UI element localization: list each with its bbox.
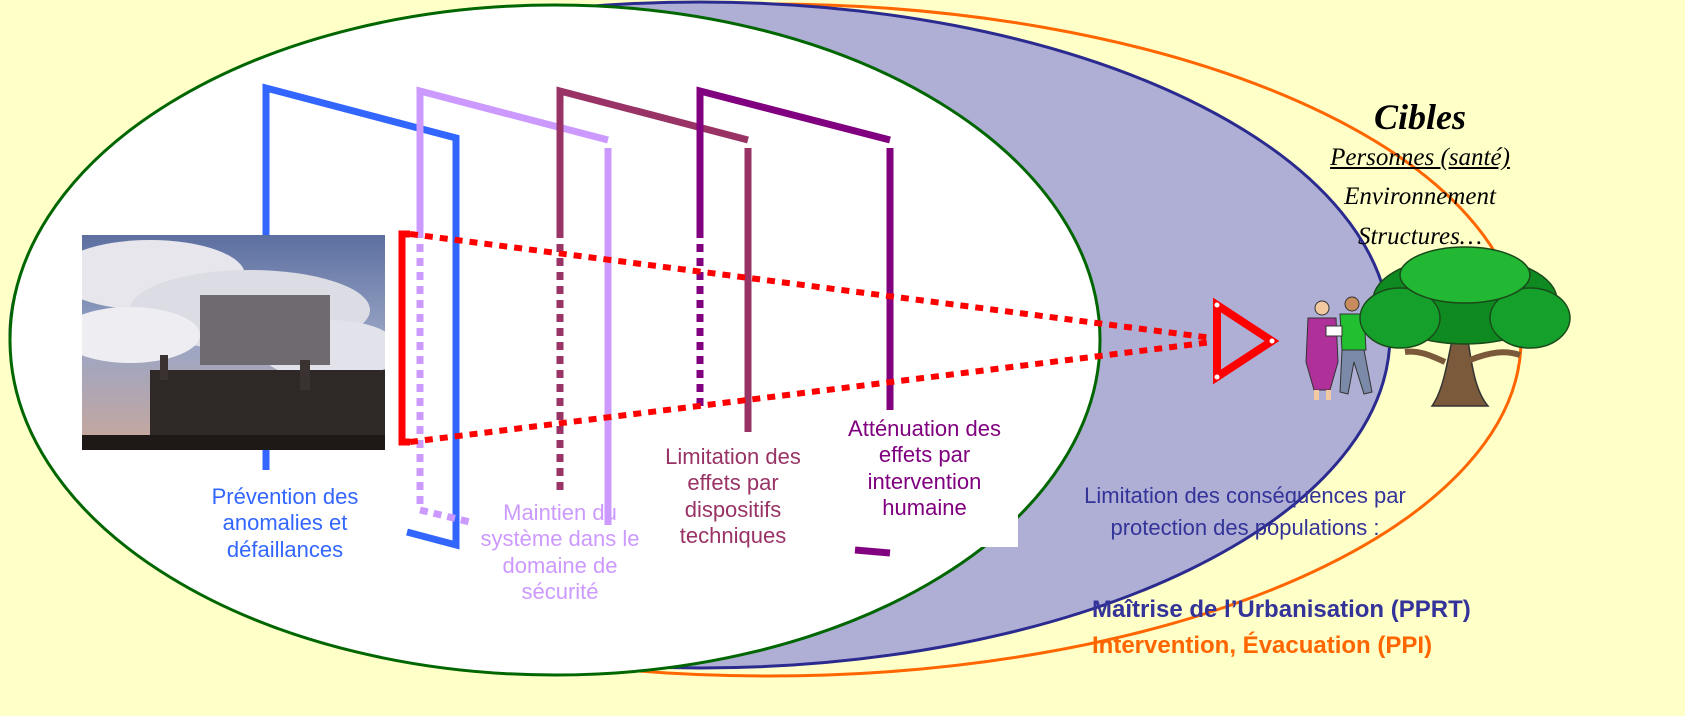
industrial-plant-photo: [82, 235, 385, 450]
label-limitation: Limitation des effets par dispositifs te…: [665, 444, 801, 549]
label-prevention: Prévention des anomalies et défaillances: [211, 484, 359, 562]
target-structures: Structures…: [1357, 223, 1483, 250]
inner-ellipse: [8, 3, 1102, 677]
barrier-prevention: [262, 83, 460, 550]
intervention-text: Intervention, Évacuation (PPI): [1092, 632, 1433, 659]
label-attenuation: Atténuation des effets par intervention …: [848, 416, 1001, 521]
target-environment: Environnement: [1344, 183, 1496, 210]
tree-icon: [1359, 246, 1571, 407]
target-persons: Personnes (santé): [1330, 144, 1510, 171]
people-icon: [1305, 296, 1373, 400]
barrier-attenuation: [696, 86, 894, 557]
barrier-limitation: [556, 86, 752, 495]
target-triangle-icon: [1213, 297, 1280, 385]
label-maintien: Maintien du système dans le domaine de s…: [480, 500, 640, 605]
targets-title: Cibles: [1373, 97, 1466, 137]
source-bracket: [398, 230, 1213, 446]
consequences-text: Limitation des conséquences par protecti…: [1084, 483, 1406, 540]
urbanisation-text: Maîtrise de l’Urbanisation (PPRT): [1092, 596, 1471, 623]
barrier-maintien: [416, 86, 612, 526]
